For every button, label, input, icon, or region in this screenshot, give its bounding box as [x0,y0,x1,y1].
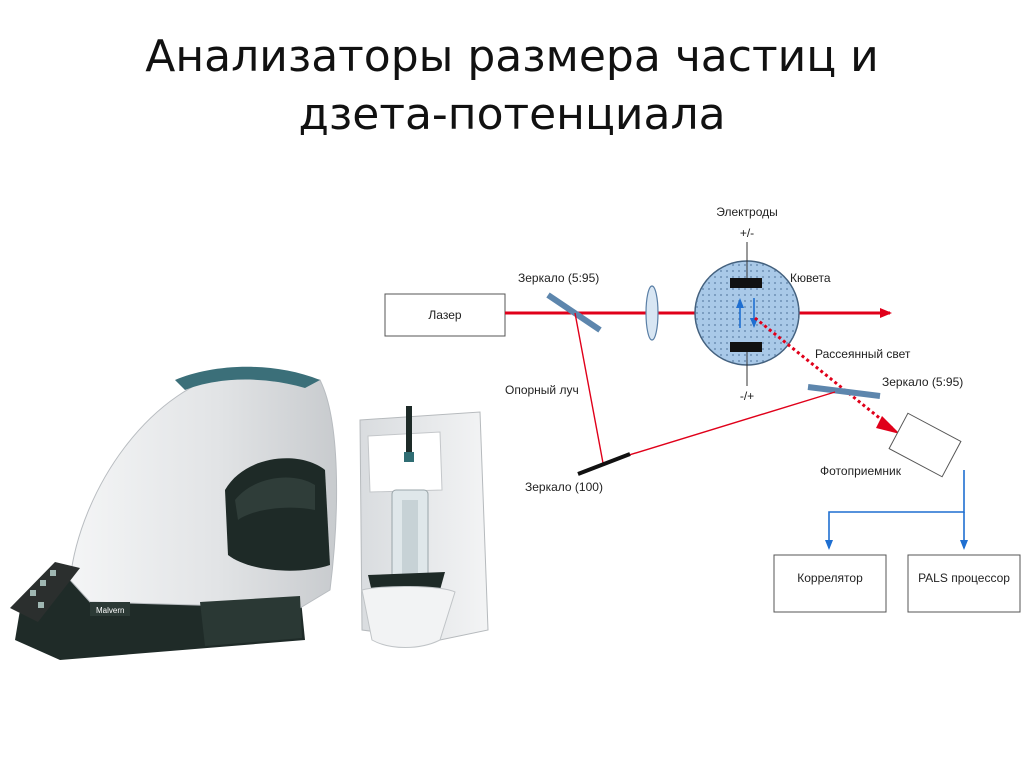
mirror-right-label: Зеркало (5:95) [882,375,963,389]
reference-beam-label: Опорный луч [505,383,579,397]
pals-processor-label: PALS процессор [918,571,1010,585]
signal-line-correlator [825,470,965,550]
mirror-bottom [577,452,631,476]
laser-label: Лазер [428,308,461,322]
laser-box [384,293,506,337]
title-line-2: дзета-потенциала [298,89,726,140]
correlator-label: Коррелятор [797,571,863,585]
mirror-bottom-label: Зеркало (100) [525,480,603,494]
polarity-bottom: -/+ [740,389,754,403]
cuvette-label: Кювета [790,271,831,285]
polarity-top: +/- [740,226,754,240]
photodetector [888,412,962,478]
scattered-label: Рассеянный свет [815,347,911,361]
analyzer-instrument-illustration: Malvern [10,366,489,660]
beam-splitter-top [546,292,602,333]
optical-scheme-diagram: Лазер Зеркало (5:95) Электроды +/- -/+ К… [384,205,1021,613]
probe [406,406,412,456]
field-arrows [736,298,758,328]
electrode-bottom [730,342,762,352]
brand-label: Malvern [96,606,124,615]
electrode-top [730,278,762,288]
beam-splitter-right [807,384,881,399]
title-line-1: Анализаторы размера частиц и [145,31,879,82]
instrument-top-stripe [175,366,320,390]
mirror-top-label: Зеркало (5:95) [518,271,599,285]
scattered-light-beam [754,316,893,430]
lens [645,285,659,341]
correlator-box [773,554,887,613]
slide-title: Анализаторы размера частиц и дзета-потен… [0,28,1024,144]
electrodes-label: Электроды [716,205,778,219]
pals-processor-box [907,554,1021,613]
cell-tray [10,562,80,622]
photodetector-label: Фотоприемник [820,464,902,478]
beaker [361,586,456,648]
